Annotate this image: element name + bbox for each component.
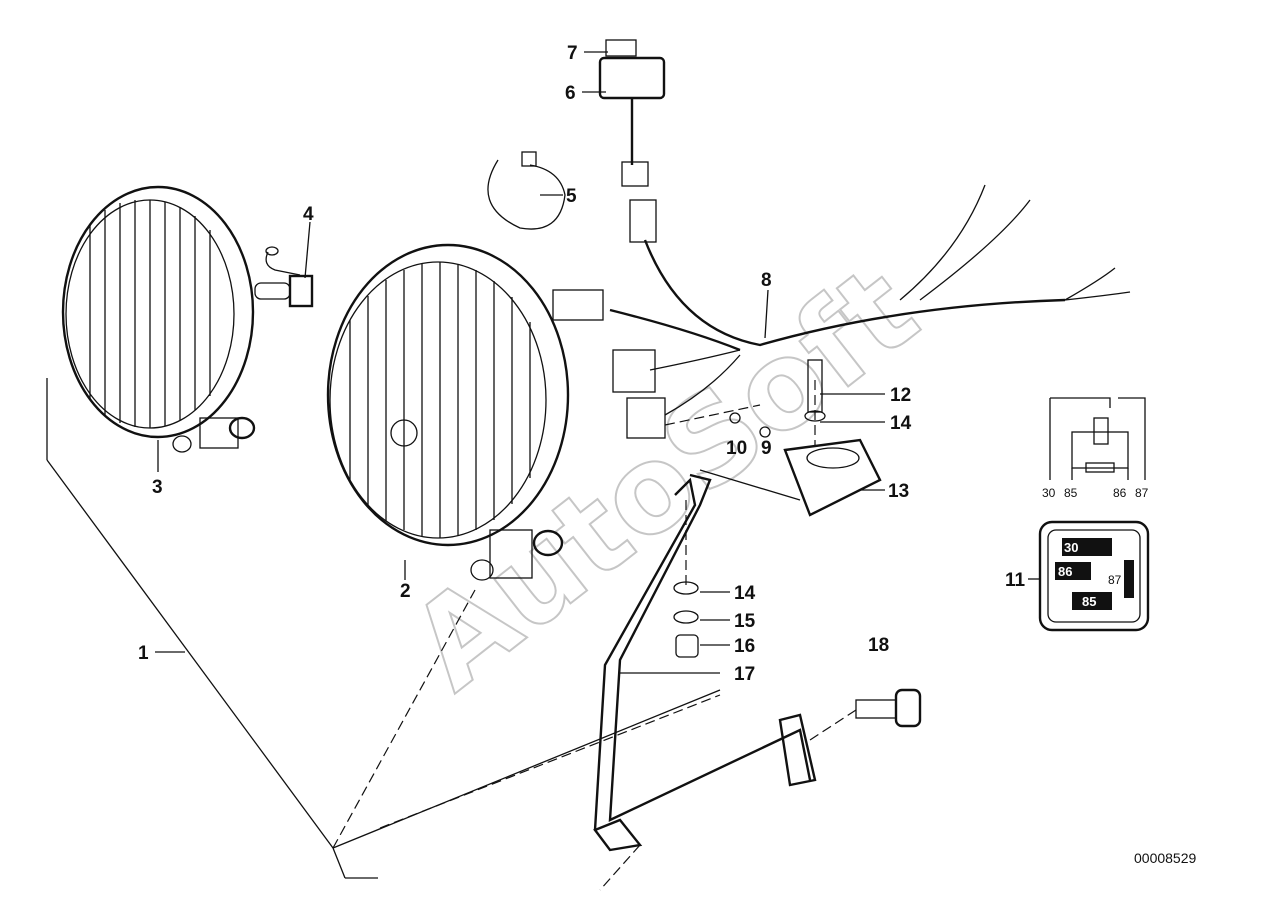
callout-7: 7 bbox=[567, 43, 578, 64]
bulb bbox=[254, 246, 314, 308]
callout-17: 17 bbox=[734, 664, 755, 685]
socket-pin-87: 87 bbox=[1108, 573, 1122, 587]
callout-5: 5 bbox=[566, 186, 577, 207]
switch bbox=[598, 39, 666, 243]
callout-18: 18 bbox=[868, 635, 889, 656]
socket-pin-30: 30 bbox=[1064, 540, 1078, 555]
nut-and-washers bbox=[673, 581, 699, 658]
callout-1: 1 bbox=[138, 643, 149, 664]
callout-12: 12 bbox=[890, 385, 911, 406]
callout-10: 10 bbox=[726, 438, 747, 459]
callout-4: 4 bbox=[303, 204, 314, 225]
leader-lines bbox=[46, 51, 1040, 891]
callout-3: 3 bbox=[152, 477, 163, 498]
schematic-pin-87: 87 bbox=[1135, 486, 1149, 500]
fog-lamp-left bbox=[61, 185, 256, 453]
schematic-pin-85: 85 bbox=[1064, 486, 1078, 500]
schematic-pin-86: 86 bbox=[1113, 486, 1127, 500]
callout-14b: 14 bbox=[734, 583, 756, 604]
relay-schematic: 30 85 86 87 bbox=[1042, 397, 1149, 500]
callout-11: 11 bbox=[1005, 570, 1026, 591]
wiring-harness bbox=[552, 184, 1131, 439]
fog-lamp-center bbox=[326, 243, 570, 581]
callout-16: 16 bbox=[734, 636, 755, 657]
cable-strap bbox=[487, 151, 566, 230]
reference-number: 00008529 bbox=[1134, 850, 1197, 866]
socket-pin-86: 86 bbox=[1058, 564, 1072, 579]
relay-socket: 30 86 87 85 bbox=[1038, 520, 1150, 632]
callout-6: 6 bbox=[565, 83, 576, 104]
callout-14a: 14 bbox=[890, 413, 912, 434]
callout-labels: 1 2 3 4 5 6 7 8 9 10 11 12 13 14 14 15 1… bbox=[138, 43, 1026, 685]
watermark-text: AutoSoft bbox=[387, 240, 943, 717]
callout-13: 13 bbox=[888, 481, 909, 502]
bolt bbox=[855, 688, 922, 728]
callout-9: 9 bbox=[761, 438, 772, 459]
callout-2: 2 bbox=[400, 581, 411, 602]
watermark: AutoSoft bbox=[386, 239, 944, 718]
schematic-pin-30: 30 bbox=[1042, 486, 1056, 500]
callout-15: 15 bbox=[734, 611, 756, 632]
callout-8: 8 bbox=[761, 270, 772, 291]
socket-pin-85: 85 bbox=[1082, 594, 1096, 609]
bolt-and-bracket bbox=[729, 359, 882, 517]
